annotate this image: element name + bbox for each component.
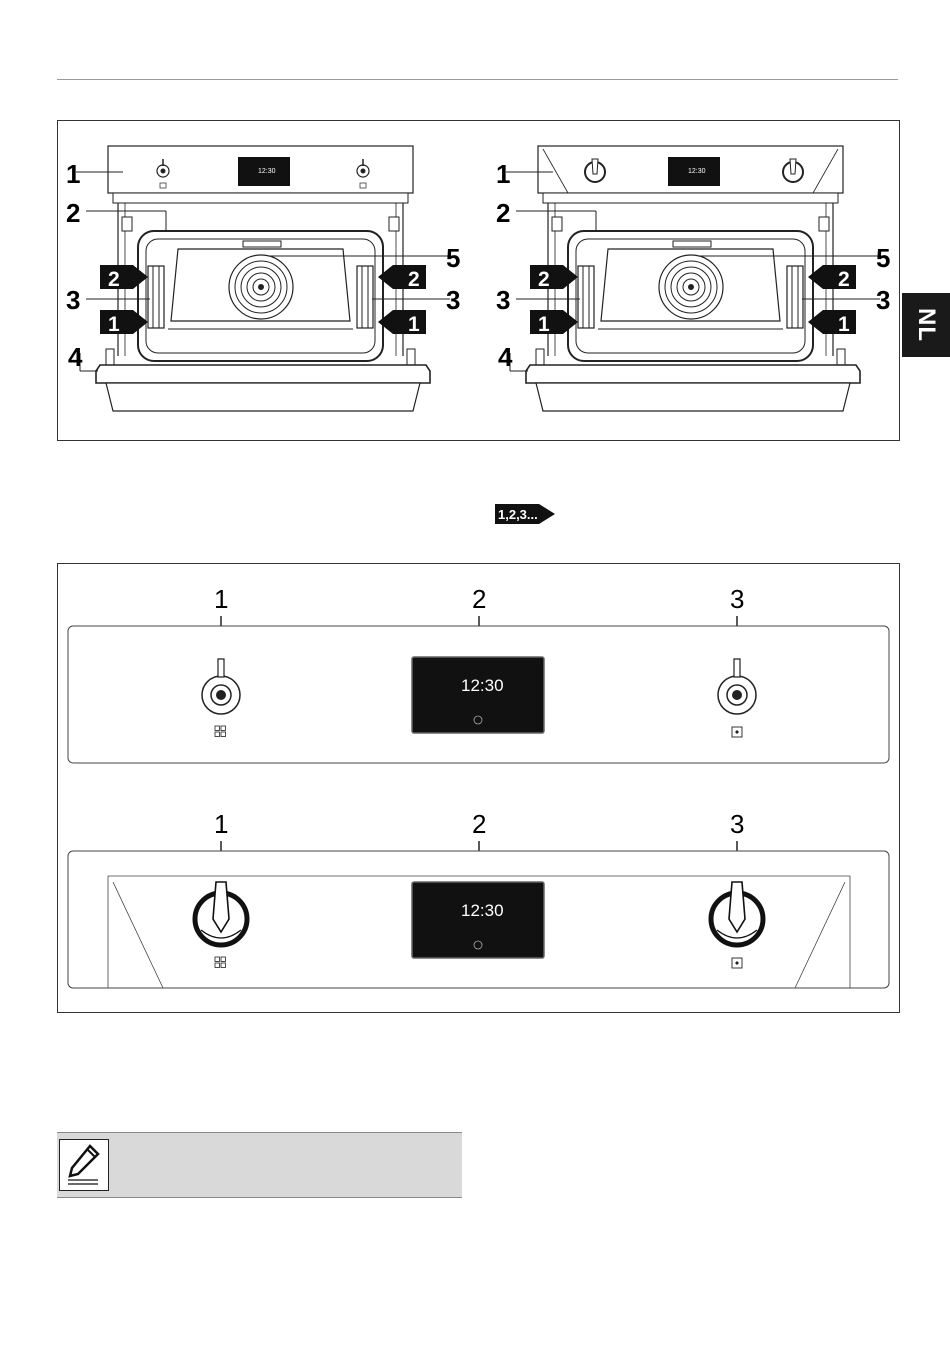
- note-box: [57, 1132, 462, 1198]
- callout-3b: 3: [446, 285, 460, 315]
- level-2-left: 2: [108, 268, 120, 291]
- panel1-callout-3: 3: [730, 584, 744, 614]
- panel-linea: 12:30: [68, 626, 889, 763]
- level-2-right-r: 2: [838, 268, 850, 291]
- level-1-left-r: 1: [538, 313, 550, 336]
- panel1-callout-2: 2: [472, 584, 486, 614]
- language-tab: NL: [902, 293, 950, 357]
- callout-1: 1: [66, 159, 80, 189]
- callout-4-r: 4: [498, 342, 513, 372]
- sequence-icon: 1,2,3...: [495, 503, 557, 525]
- pencil-note-icon: [59, 1139, 109, 1191]
- control-panel-figure: 1 2 3 12:30: [57, 563, 900, 1013]
- header-rule: [57, 79, 898, 80]
- control-panel-drawing: 1 2 3 12:30: [58, 564, 899, 1012]
- callout-1-r: 1: [496, 159, 510, 189]
- callout-3-r: 3: [496, 285, 510, 315]
- level-1-right: 1: [408, 313, 420, 336]
- level-1-left: 1: [108, 313, 120, 336]
- oven-overview-figure: 12:30 12:30 1 2 3 4 5 3: [57, 120, 900, 441]
- oven-overview-drawing: 12:30 12:30 1 2 3 4 5 3: [58, 121, 899, 440]
- callout-5-r: 5: [876, 243, 890, 273]
- level-1-right-r: 1: [838, 313, 850, 336]
- callout-2-r: 2: [496, 198, 510, 228]
- display-time-right: 12:30: [688, 168, 706, 175]
- callout-4: 4: [68, 342, 83, 372]
- panel1-callout-1: 1: [214, 584, 228, 614]
- panel2-callout-2: 2: [472, 809, 486, 839]
- panel2-callout-1: 1: [214, 809, 228, 839]
- level-2-right: 2: [408, 268, 420, 291]
- panel2-display-time: 12:30: [461, 901, 504, 920]
- level-2-left-r: 2: [538, 268, 550, 291]
- language-tab-label: NL: [912, 308, 940, 342]
- callout-3b-r: 3: [876, 285, 890, 315]
- callout-2: 2: [66, 198, 80, 228]
- panel-victoria: 12:30: [68, 851, 889, 988]
- panel2-callout-3: 3: [730, 809, 744, 839]
- callout-5: 5: [446, 243, 460, 273]
- sequence-icon-label: 1,2,3...: [498, 507, 538, 522]
- callout-3: 3: [66, 285, 80, 315]
- panel1-display-time: 12:30: [461, 676, 504, 695]
- display-time-left: 12:30: [258, 168, 276, 175]
